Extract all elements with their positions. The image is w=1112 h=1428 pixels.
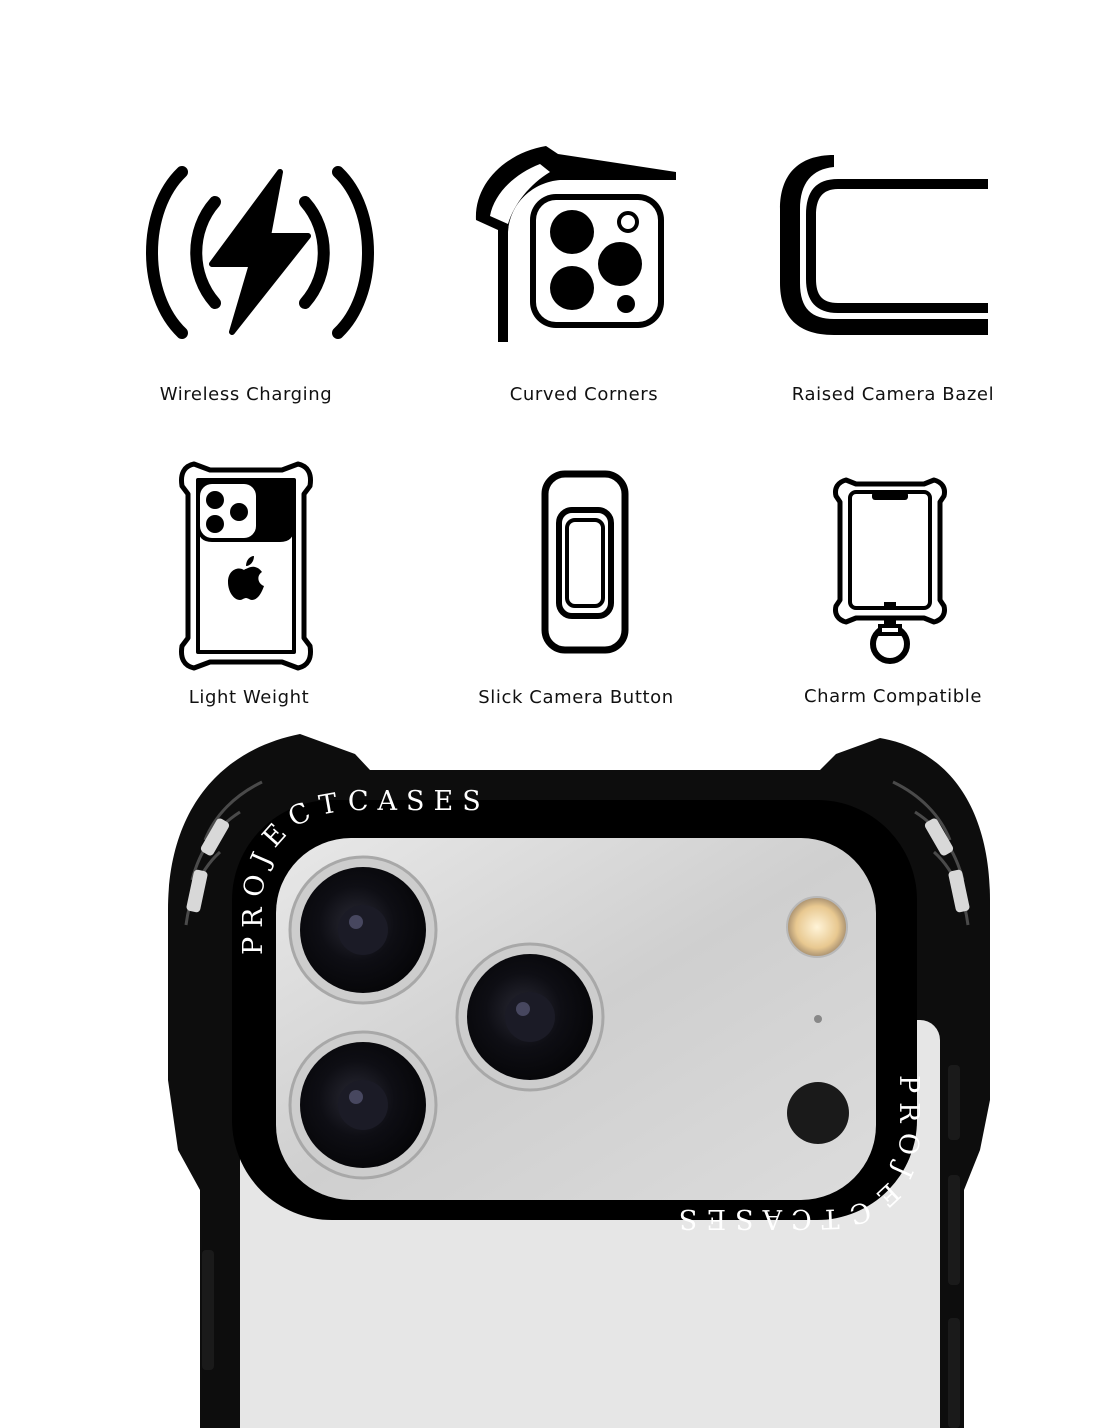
feature-charm-compatible [832, 477, 948, 668]
label-curved-corners: Curved Corners [509, 384, 659, 405]
phone-case-product-image: PROJECTCASES PROJECTCASES [168, 734, 990, 1428]
camera-flash [786, 896, 848, 958]
feature-wireless-charging [140, 160, 380, 345]
light-weight-icon [179, 461, 313, 671]
raised-camera-bezel-icon [780, 155, 988, 335]
camera-lenses [288, 855, 605, 1180]
charm-compatible-icon [833, 477, 947, 664]
feature-curved-corners [468, 142, 683, 347]
label-wireless-charging: Wireless Charging [159, 384, 333, 405]
label-raised-camera-bezel: Raised Camera Bazel [791, 384, 995, 405]
curved-corners-icon [475, 146, 676, 342]
lidar-sensor [787, 1082, 849, 1144]
wireless-charging-icon [146, 166, 374, 339]
label-light-weight: Light Weight [188, 687, 310, 708]
label-slick-camera-button: Slick Camera Button [478, 687, 674, 708]
label-charm-compatible: Charm Compatible [803, 686, 983, 707]
feature-slick-camera-button [541, 470, 629, 654]
feature-light-weight [178, 461, 314, 671]
feature-raised-camera-bezel [778, 153, 990, 338]
microphone-hole [814, 1015, 822, 1023]
slick-camera-button-icon [541, 470, 629, 654]
